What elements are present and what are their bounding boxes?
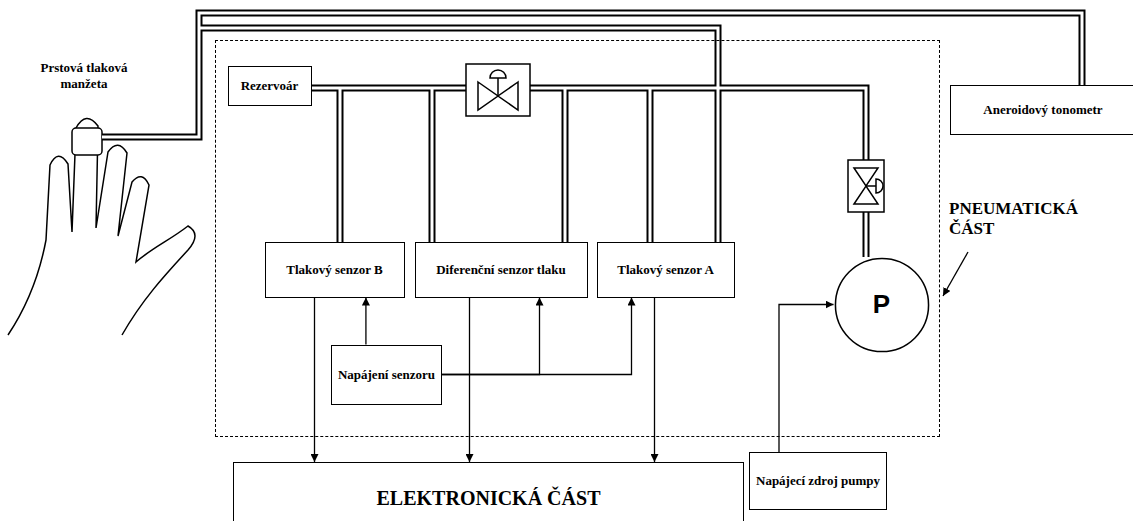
valve-symbol — [466, 64, 530, 116]
region-heading: PNEUMATICKÁ ČÁST — [949, 199, 1069, 240]
leader-arrow — [943, 252, 968, 296]
signal-arrow — [365, 298, 366, 345]
reservoir-box: Rezervoár — [228, 66, 312, 106]
pneumatic-tubes-inner — [102, 13, 1082, 257]
node-label: Diferenční senzor tlaku — [436, 262, 566, 278]
node-label: ELEKTRONICKÁ ČÁST — [377, 486, 601, 510]
electronics-box: ELEKTRONICKÁ ČÁST — [233, 462, 744, 521]
power-box: Napájení senzoru — [331, 345, 442, 405]
node-label: Rezervoár — [241, 78, 299, 94]
valve-symbol — [848, 160, 884, 212]
signal-arrow — [314, 298, 315, 463]
finger-cuff — [72, 128, 102, 155]
signal-arrow — [654, 298, 655, 463]
node-label: Napájení senzoru — [338, 367, 435, 383]
node-label: Napájecí zdroj pumpy — [756, 473, 880, 489]
pump-circle: P — [834, 257, 930, 353]
sensor-box: Tlakový senzor A — [597, 242, 735, 298]
sensor-box: Diferenční senzor tlaku — [415, 242, 588, 298]
part-label: Prstová tlaková manžeta — [28, 60, 140, 92]
pneumatic-tubes — [102, 13, 1082, 257]
hand-illustration — [8, 118, 195, 335]
signal-arrow — [779, 305, 834, 453]
signal-arrow — [469, 298, 470, 463]
node-label: Tlakový senzor A — [617, 262, 714, 278]
tonometer-box: Aneroidový tonometr — [950, 85, 1133, 135]
signal-arrow — [442, 298, 539, 375]
node-label: P — [873, 289, 890, 320]
pneumatic-region: PNEUMATICKÁ ČÁSTRezervoárTlakový senzor … — [215, 40, 940, 437]
power-supply-box: Napájecí zdroj pumpy — [749, 452, 887, 510]
sensor-box: Tlakový senzor B — [265, 242, 405, 298]
node-label: Aneroidový tonometr — [983, 102, 1102, 118]
signal-arrow — [442, 298, 631, 375]
node-label: Tlakový senzor B — [286, 262, 383, 278]
